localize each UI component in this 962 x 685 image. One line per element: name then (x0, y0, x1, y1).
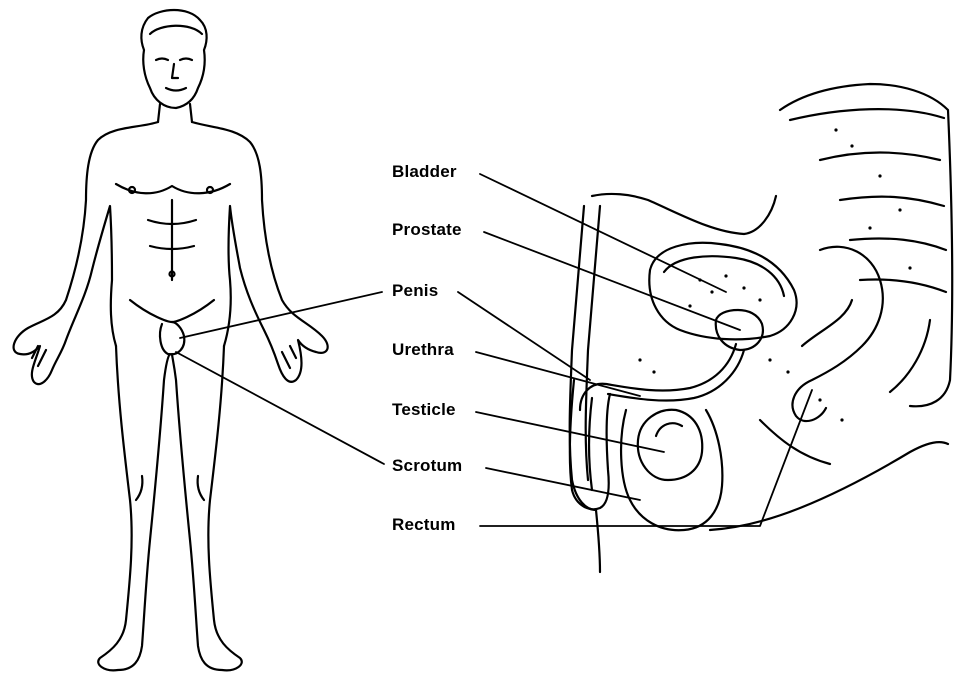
pelvic-cross-section (570, 84, 952, 572)
leader-scrotum (486, 468, 640, 500)
label-testicle: Testicle (392, 400, 456, 420)
male-body-figure (14, 10, 328, 670)
leader-penis (458, 292, 590, 380)
label-bladder: Bladder (392, 162, 457, 182)
leader-rectum (480, 390, 812, 526)
spine-outline (780, 84, 952, 406)
scrotum-shape (621, 410, 722, 530)
label-urethra: Urethra (392, 340, 454, 360)
label-prostate: Prostate (392, 220, 462, 240)
leader-lines (176, 174, 812, 526)
abdominal-wall (592, 194, 776, 234)
label-penis: Penis (392, 281, 438, 301)
figure-torso (14, 122, 158, 384)
label-scrotum: Scrotum (392, 456, 462, 476)
figure-legs (98, 346, 170, 670)
label-rectum: Rectum (392, 515, 456, 535)
testicle-shape (638, 410, 702, 480)
rectum-shape (793, 247, 883, 421)
thigh-outline (596, 510, 600, 572)
leader-bladder (480, 174, 726, 292)
